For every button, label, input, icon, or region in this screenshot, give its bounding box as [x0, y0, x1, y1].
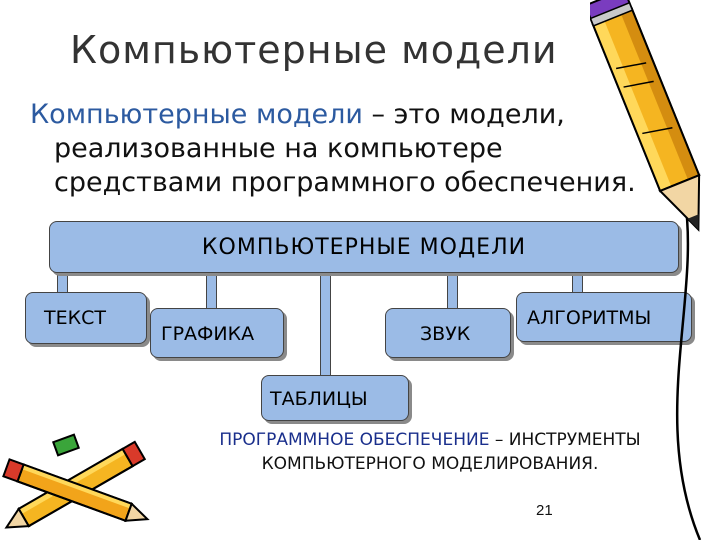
connector-sound — [447, 271, 458, 309]
pencils-clipart-icon — [2, 433, 150, 529]
diagram-box-graphics: ГРАФИКА — [150, 308, 284, 358]
diagram-box-sound: ЗВУК — [385, 308, 511, 358]
page-number: 21 — [536, 502, 553, 519]
diagram-box-algorithms: АЛГОРИТМЫ — [516, 292, 692, 342]
definition-line2: реализованные на компьютере — [54, 133, 503, 164]
software-term: ПРОГРАММНОЕ ОБЕСПЕЧЕНИЕ — [219, 430, 490, 450]
pencil-clipart-icon — [590, 0, 702, 540]
diagram-box-text: ТЕКСТ — [25, 292, 147, 344]
slide-title: Компьютерные модели — [70, 28, 558, 72]
definition-line1-rest: – это модели, — [362, 99, 565, 130]
definition-term: Компьютерные модели — [30, 99, 363, 130]
connector-graphics — [206, 271, 217, 309]
definition-line3: средствами программного обеспечения. — [54, 167, 636, 198]
software-note: ПРОГРАММНОЕ ОБЕСПЕЧЕНИЕ – ИНСТРУМЕНТЫ КО… — [160, 428, 700, 476]
software-definition-part2: КОМПЬЮТЕРНОГО МОДЕЛИРОВАНИЯ. — [261, 454, 599, 474]
connector-text — [57, 271, 68, 293]
connector-algorithms — [572, 271, 583, 293]
software-definition-part1: – ИНСТРУМЕНТЫ — [489, 430, 641, 450]
connector-tables — [320, 271, 331, 376]
definition-text: Компьютерные модели – это модели, реализ… — [30, 98, 690, 200]
diagram-root-box: КОМПЬЮТЕРНЫЕ МОДЕЛИ — [49, 221, 679, 273]
diagram-box-tables: ТАБЛИЦЫ — [261, 375, 409, 421]
